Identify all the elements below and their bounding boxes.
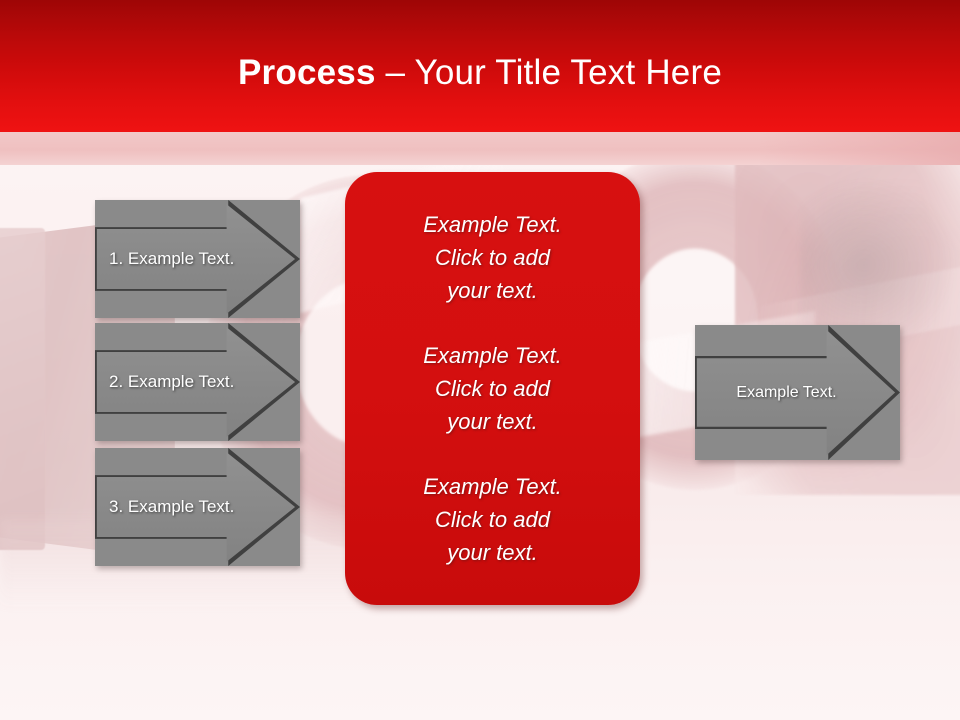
step-arrow-1-label: 1. Example Text. xyxy=(109,249,235,268)
step-arrow-3-label: 3. Example Text. xyxy=(109,497,235,516)
result-arrow-label: Example Text. xyxy=(736,383,837,401)
center-content-box[interactable]: Example Text. Click to add your text. Ex… xyxy=(345,172,640,605)
center-paragraph-2: Example Text. Click to add your text. xyxy=(423,343,562,434)
paragraph-spacer xyxy=(367,438,618,470)
decorative-letter-e-face xyxy=(0,228,45,550)
step-arrow-3[interactable]: 3. Example Text. xyxy=(95,448,300,566)
page-title: Process – Your Title Text Here xyxy=(0,52,960,94)
result-arrow[interactable]: Example Text. xyxy=(695,325,900,460)
page-title-rest: – Your Title Text Here xyxy=(375,53,722,92)
center-paragraph-1: Example Text. Click to add your text. xyxy=(423,212,562,303)
step-arrow-2[interactable]: 2. Example Text. xyxy=(95,323,300,441)
step-arrow-1[interactable]: 1. Example Text. xyxy=(95,200,300,318)
header-accent-band-gradient xyxy=(760,132,960,165)
center-paragraph-3: Example Text. Click to add your text. xyxy=(423,474,562,565)
page-title-strong: Process xyxy=(238,53,376,92)
title-banner: Process – Your Title Text Here xyxy=(0,0,960,132)
step-arrow-2-label: 2. Example Text. xyxy=(109,372,235,391)
paragraph-spacer xyxy=(367,307,618,339)
